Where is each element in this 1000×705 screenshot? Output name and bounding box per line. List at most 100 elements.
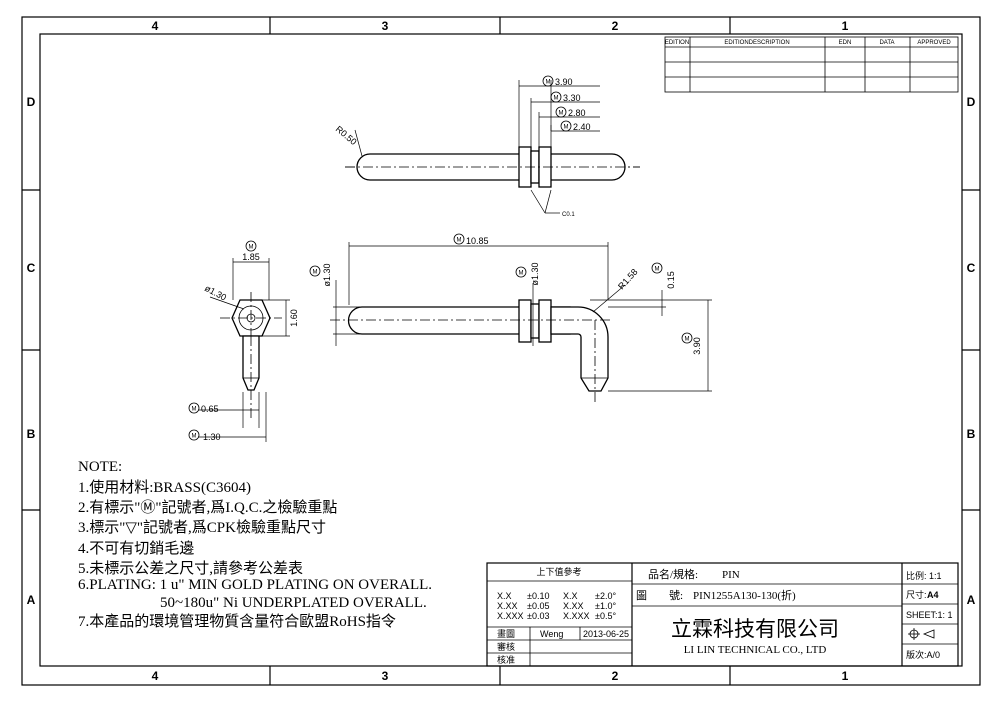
svg-text:±2.0°: ±2.0°	[595, 591, 616, 601]
hex-view-dims	[198, 258, 290, 442]
outer-frame	[21, 16, 981, 686]
zone-right-b: B	[967, 427, 976, 441]
svg-text:±0.03: ±0.03	[527, 611, 549, 621]
projection-symbol-icon	[908, 628, 935, 640]
dim-2-80: 2.80	[568, 108, 586, 118]
title-block	[486, 562, 959, 667]
dim-1-85: 1.85	[242, 252, 260, 262]
dim-3-30: 3.30	[563, 93, 581, 103]
zone-bottom-3: 3	[382, 669, 389, 683]
svg-text:X.X: X.X	[497, 591, 512, 601]
zone-bottom-4: 4	[152, 669, 159, 683]
size-label: 尺寸:	[906, 589, 927, 600]
note-line-7: 7.本產品的環境管理物質含量符合歐盟RoHS指令	[78, 612, 396, 630]
side-view-dims	[333, 242, 712, 392]
dim-side-mid-1-30: ø1.30	[530, 262, 540, 285]
top-view-pin	[345, 146, 640, 188]
zone-top-3: 3	[382, 19, 389, 33]
sheet: SHEET:1: 1	[906, 610, 953, 620]
svg-text:±0.05: ±0.05	[527, 601, 549, 611]
scale: 比例: 1:1	[906, 570, 942, 581]
note-line-6: 6.PLATING: 1 u" MIN GOLD PLATING ON OVER…	[78, 577, 432, 593]
svg-text:±0.10: ±0.10	[527, 591, 549, 601]
svg-text:M: M	[685, 337, 690, 343]
zone-left-c: C	[27, 261, 36, 275]
zone-top-2: 2	[612, 19, 619, 33]
dim-c0-1: C0.1	[562, 212, 575, 218]
svg-text:M: M	[564, 125, 569, 131]
dim-10-85: 10.85	[466, 236, 489, 246]
svg-text:X.XX: X.XX	[563, 601, 584, 611]
svg-text:M: M	[554, 96, 559, 102]
company-name-cn: 立霖科技有限公司	[671, 617, 839, 641]
zone-bottom-1: 1	[842, 669, 849, 683]
svg-text:M: M	[249, 245, 254, 251]
side-view-dim-labels: M 10.85 M ø1.30 M ø1.30 R1.58 M 0.15 M 3…	[309, 233, 702, 355]
svg-text:±1.0°: ±1.0°	[595, 601, 616, 611]
dim-3-90-top: 3.90	[555, 77, 573, 87]
product-name-label: 品名/規格:	[648, 567, 698, 581]
product-name: PIN	[722, 569, 740, 581]
drawn-date: 2013-06-25	[583, 629, 629, 639]
revision-table: EDITION EDITIONDESCRIPTION EDN DATA APPR…	[664, 36, 959, 93]
approved-label: 核准	[497, 654, 515, 665]
svg-text:M: M	[457, 238, 462, 244]
svg-text:X.XX: X.XX	[497, 601, 518, 611]
dim-r1-58: R1.58	[616, 267, 640, 292]
zone-right-c: C	[967, 261, 976, 275]
version: 版次:A/0	[906, 649, 940, 660]
rev-col-data: DATA	[879, 40, 894, 46]
side-view-pin	[330, 299, 610, 405]
zone-ticks	[22, 17, 980, 685]
tolerance-table: X.X ±0.10 X.X ±2.0° X.XX ±0.05 X.XX ±1.0…	[497, 591, 616, 621]
zone-right-d: D	[967, 95, 976, 109]
note-line-1: 1.使用材料:BRASS(C3604)	[78, 479, 251, 496]
tolerance-title: 上下值參考	[536, 566, 581, 577]
top-view-dim-labels: M 3.90 M 3.30 M 2.80 M 2.40 R0.50 C0.1	[334, 75, 591, 218]
checked-label: 審核	[497, 641, 515, 652]
dim-side-left-1-30: ø1.30	[322, 263, 332, 286]
drawn-label: 畫圖	[497, 628, 515, 639]
dim-r0-50: R0.50	[334, 124, 359, 147]
dim-3-90-right: 3.90	[692, 337, 702, 355]
notes-block: NOTE: 1.使用材料:BRASS(C3604) 2.有標示"Ⓜ"記號者,爲I…	[78, 459, 432, 630]
size-value: A4	[927, 590, 939, 600]
company-name-en: LI LIN TECHNICAL CO., LTD	[684, 644, 827, 656]
drawn-by: Weng	[540, 629, 563, 639]
zone-left-a: A	[27, 593, 36, 607]
zone-left-b: B	[27, 427, 36, 441]
rev-col-edn: EDN	[839, 40, 852, 46]
rev-col-edition: EDITION	[665, 40, 689, 46]
note-line-5: 5.未標示公差之尺寸,請參考公差表	[78, 560, 303, 577]
drawing-no-label: 圖 號:	[636, 589, 683, 602]
dim-0-15: 0.15	[666, 271, 676, 289]
note-line-2: 2.有標示"Ⓜ"記號者,爲I.Q.C.之檢驗重點	[78, 499, 337, 516]
dim-1-30-bottom: 1.30	[203, 432, 221, 442]
zone-bottom-2: 2	[612, 669, 619, 683]
svg-text:M: M	[192, 407, 197, 413]
zone-top-4: 4	[152, 19, 159, 33]
svg-text:M: M	[655, 267, 660, 273]
svg-text:X.X: X.X	[563, 591, 578, 601]
svg-text:M: M	[192, 434, 197, 440]
hex-end-view	[220, 292, 282, 420]
svg-text:M: M	[519, 271, 524, 277]
rev-col-approved: APPROVED	[917, 40, 951, 46]
svg-text:X.XXX: X.XXX	[497, 611, 524, 621]
zone-left-d: D	[27, 95, 36, 109]
dim-2-40: 2.40	[573, 122, 591, 132]
svg-text:±0.5°: ±0.5°	[595, 611, 616, 621]
svg-text:X.XXX: X.XXX	[563, 611, 590, 621]
dim-1-60: 1.60	[289, 309, 299, 327]
svg-text:M: M	[559, 111, 564, 117]
rev-col-description: EDITIONDESCRIPTION	[724, 40, 789, 46]
top-view-dims	[354, 80, 600, 214]
dim-0-65: 0.65	[201, 404, 219, 414]
svg-text:M: M	[313, 270, 318, 276]
zone-right-a: A	[967, 593, 976, 607]
notes-title: NOTE:	[78, 459, 122, 475]
drawing-no: PIN1255A130-130(折)	[693, 588, 796, 602]
zone-top-1: 1	[842, 19, 849, 33]
note-line-6b: 50~180u" Ni UNDERPLATED OVERALL.	[160, 595, 427, 611]
